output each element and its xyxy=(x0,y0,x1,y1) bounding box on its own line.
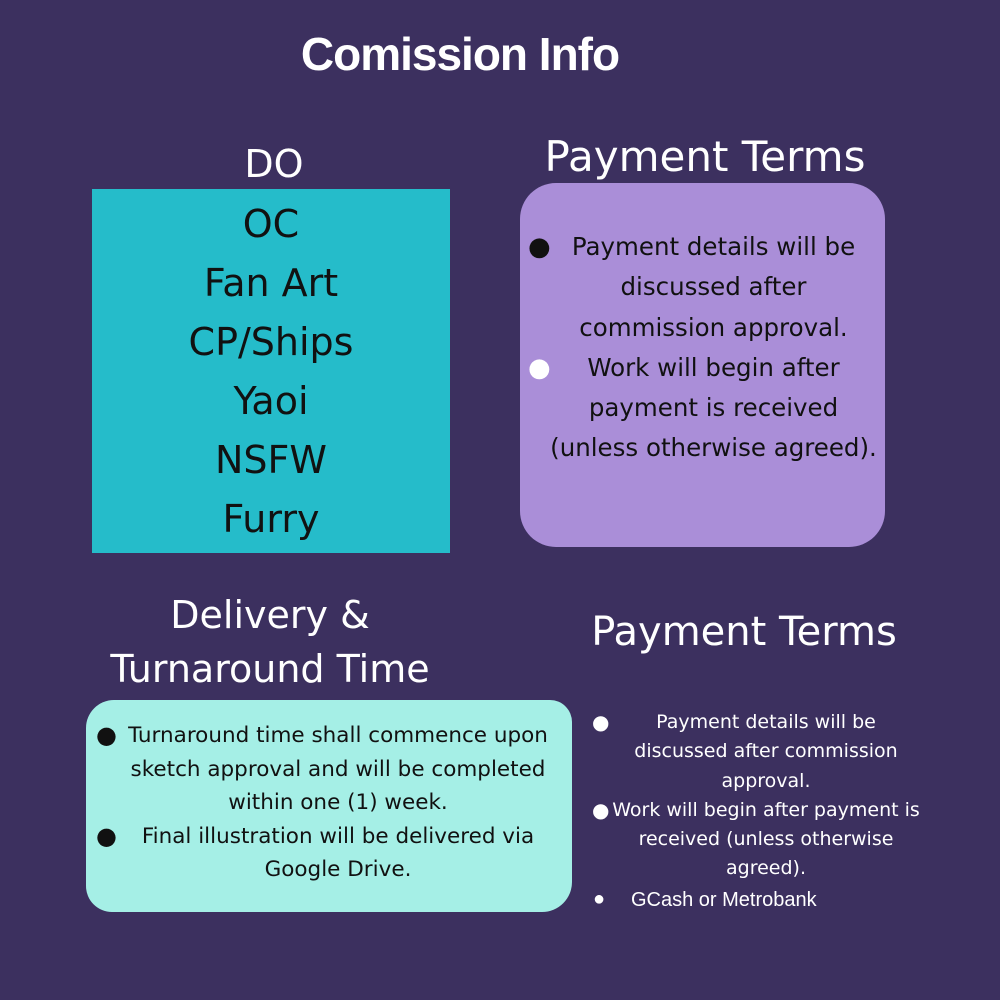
delivery-box: ● Turnaround time shall commence upon sk… xyxy=(86,700,572,912)
payment-terms-bottom-heading: Payment Terms xyxy=(591,609,897,655)
do-item-oc: OC xyxy=(242,202,300,246)
delivery-item: ● Turnaround time shall commence upon sk… xyxy=(86,719,572,820)
do-item-cp-ships: CP/Ships xyxy=(188,320,354,364)
payment-terms-top-item: ● Payment details will be discussed afte… xyxy=(520,227,885,348)
bullet-icon: ● xyxy=(96,721,117,749)
bullet-icon: ● xyxy=(592,888,606,910)
payment-terms-top-box: ● Payment details will be discussed afte… xyxy=(520,183,885,547)
bullet-icon: ● xyxy=(592,710,610,734)
delivery-list: ● Turnaround time shall commence upon sk… xyxy=(86,719,572,887)
payment-terms-bottom-item: ● Work will begin after payment is recei… xyxy=(586,796,926,884)
payment-terms-top-heading: Payment Terms xyxy=(544,132,866,181)
page-title: Comission Info xyxy=(300,28,620,80)
bullet-icon: ● xyxy=(592,797,610,822)
delivery-item-text: Final illustration will be delivered via… xyxy=(141,823,535,883)
do-item-nsfw: NSFW xyxy=(215,438,327,482)
do-item-fan-art: Fan Art xyxy=(203,261,339,305)
payment-terms-top-item-text: Payment details will be discussed after … xyxy=(571,232,856,342)
bullet-icon: ● xyxy=(528,232,551,262)
do-heading: DO xyxy=(244,142,304,186)
do-item-furry: Furry xyxy=(222,497,320,541)
payment-methods-text: GCash or Metrobank xyxy=(631,889,817,911)
payment-terms-top-item-text: Work will begin after payment is receive… xyxy=(550,352,877,463)
payment-terms-top-list: ● Payment details will be discussed afte… xyxy=(520,227,885,469)
payment-terms-bottom-item-text: Payment details will be discussed after … xyxy=(634,711,898,792)
payment-terms-bottom-item-text: Work will begin after payment is receive… xyxy=(612,798,920,880)
delivery-heading: Delivery & Turnaround Time xyxy=(110,593,430,691)
bullet-icon: ● xyxy=(96,821,117,850)
delivery-item: ● Final illustration will be delivered v… xyxy=(86,820,572,887)
payment-terms-top-item: ● Work will begin after payment is recei… xyxy=(520,348,885,469)
payment-terms-bottom-list: ● Payment details will be discussed afte… xyxy=(586,708,926,884)
payment-terms-bottom-item: ● Payment details will be discussed afte… xyxy=(586,708,926,796)
delivery-item-text: Turnaround time shall commence upon sket… xyxy=(128,723,548,815)
do-box: OC Fan Art CP/Ships Yaoi NSFW Furry xyxy=(92,189,450,553)
do-item-yaoi: Yaoi xyxy=(233,379,309,423)
bullet-icon: ● xyxy=(528,352,551,383)
